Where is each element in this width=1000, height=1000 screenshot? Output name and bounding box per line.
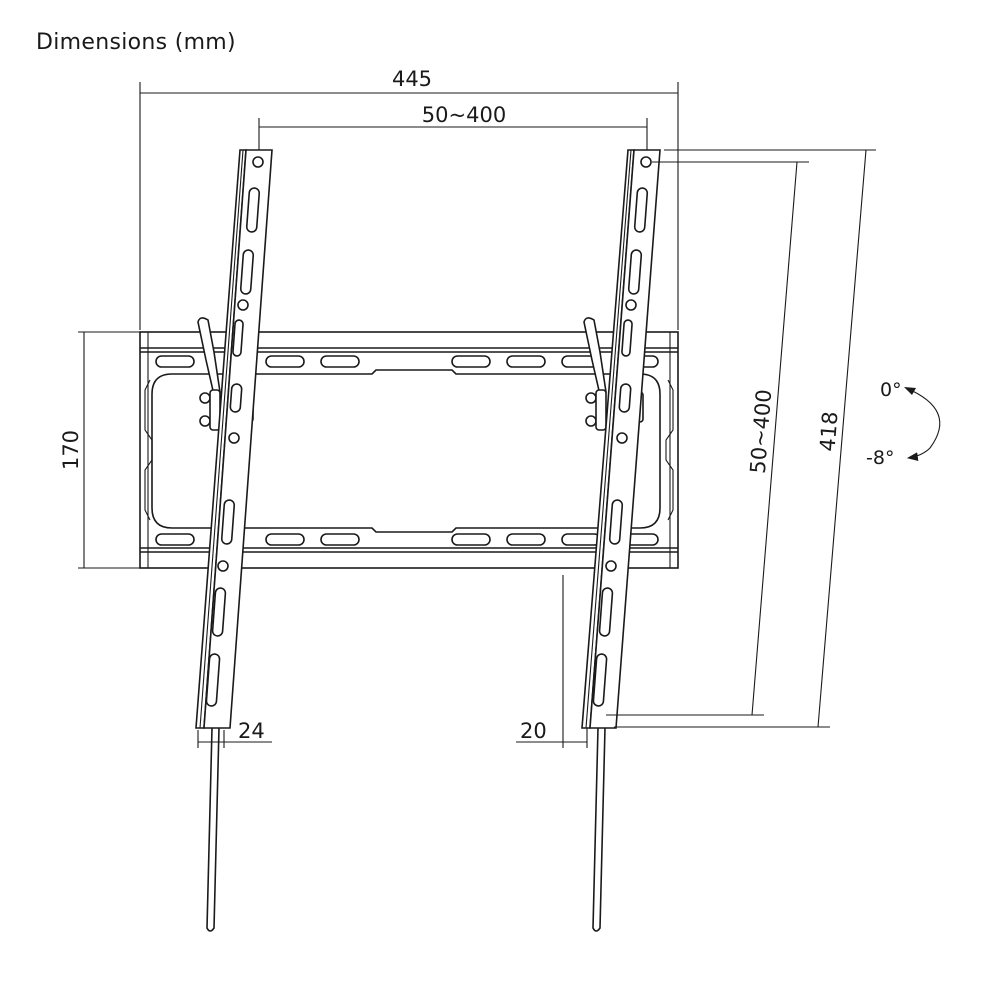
- arm-depth-left-label: 24: [238, 719, 265, 743]
- diagram-title: Dimensions (mm): [36, 30, 236, 55]
- dimension-wall-plate-height: 170: [59, 331, 145, 569]
- vesa-vertical-label: 50~400: [746, 388, 777, 474]
- overall-height-label: 418: [815, 411, 842, 453]
- overall-width-label: 445: [392, 67, 432, 91]
- tilt-min-label: -8°: [866, 447, 894, 469]
- arm-depth-right-label: 20: [520, 719, 547, 743]
- dimension-overall-width: 445: [139, 67, 679, 330]
- dimension-arm-depth-left: 24: [197, 719, 272, 748]
- right-mounting-arm: [581, 149, 661, 932]
- tilt-max-label: 0°: [880, 379, 902, 401]
- tilt-arc-icon: [905, 387, 941, 461]
- dimension-overall-height: 418: [614, 149, 876, 728]
- dimension-arm-depth-right: 20: [516, 575, 588, 748]
- dimension-vesa-horizontal: 50~400: [258, 103, 648, 152]
- vesa-horizontal-label: 50~400: [422, 103, 506, 127]
- wall-plate-height-label: 170: [59, 430, 83, 470]
- tilt-indicator: 0° -8°: [866, 379, 941, 469]
- left-mounting-arm: [195, 149, 273, 932]
- bottom-slots: [155, 533, 659, 546]
